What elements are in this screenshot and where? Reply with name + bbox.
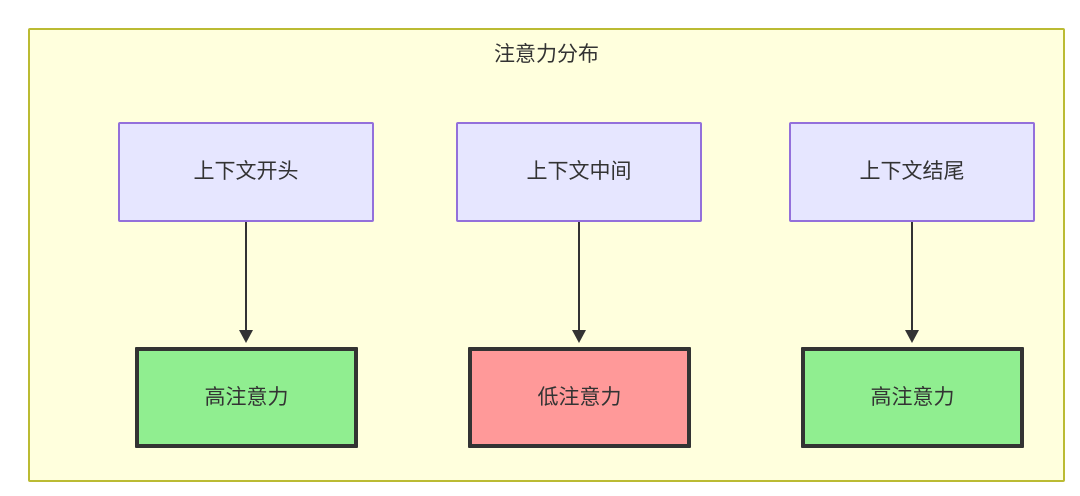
edge-context-end-to-attention-high [905,222,919,347]
arrowhead-icon [239,330,253,343]
attention-distribution-subgraph: 注意力分布 上下文开头 上下文中间 上下文结尾 高注意力 低 [28,28,1065,482]
node-context-end[interactable]: 上下文结尾 [789,122,1035,222]
node-attention-high-end[interactable]: 高注意力 [801,347,1024,448]
node-label: 上下文开头 [193,160,299,184]
node-context-start[interactable]: 上下文开头 [118,122,374,222]
node-label: 上下文中间 [526,160,632,184]
edge-line [245,222,247,334]
edge-context-start-to-attention-high [239,222,253,347]
arrowhead-icon [905,330,919,343]
edge-context-middle-to-attention-low [572,222,586,347]
node-label: 上下文结尾 [859,160,965,184]
edge-line [911,222,913,334]
edge-line [578,222,580,334]
subgraph-title: 注意力分布 [494,43,599,66]
node-label: 高注意力 [870,385,955,409]
node-label: 高注意力 [204,385,289,409]
node-label: 低注意力 [537,385,622,409]
node-attention-low-middle[interactable]: 低注意力 [468,347,691,448]
arrowhead-icon [572,330,586,343]
node-context-middle[interactable]: 上下文中间 [456,122,702,222]
node-attention-high-start[interactable]: 高注意力 [135,347,358,448]
